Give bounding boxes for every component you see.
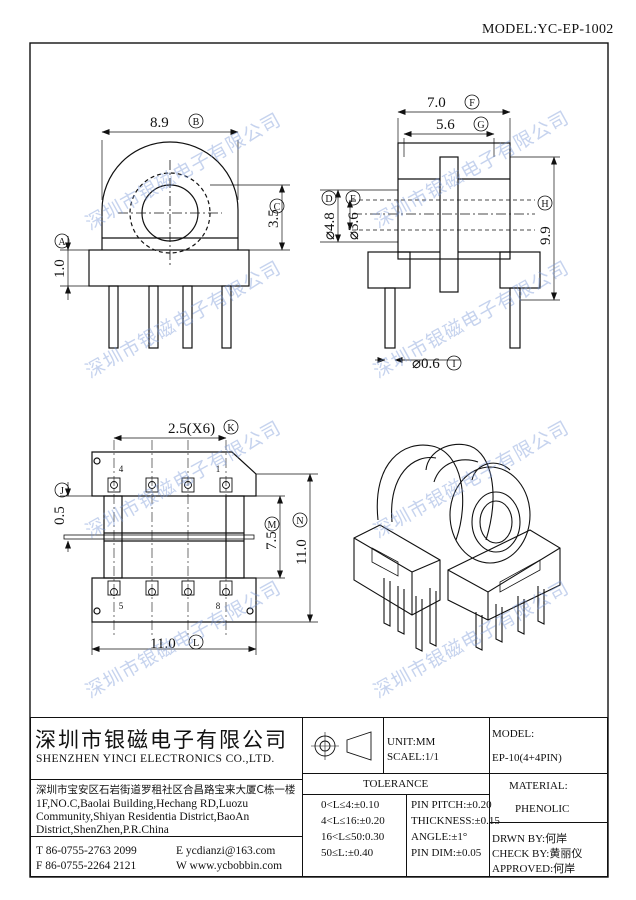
- svg-text:5.6: 5.6: [436, 117, 455, 133]
- svg-text:11.0: 11.0: [294, 539, 310, 565]
- svg-text:C: C: [274, 202, 281, 213]
- approved-by: APPROVED:何岸: [492, 863, 576, 875]
- svg-text:J: J: [60, 486, 64, 497]
- tag-k: K: [223, 419, 239, 435]
- pin-label-4: 4: [119, 464, 124, 474]
- svg-text:G: G: [477, 120, 484, 131]
- projection-symbol: [311, 731, 372, 761]
- unit: UNIT:MM: [387, 736, 436, 748]
- tag-d: D: [321, 190, 337, 206]
- material-value: PHENOLIC: [515, 803, 570, 815]
- svg-text:9.9: 9.9: [538, 226, 554, 245]
- phone: T 86-0755-2763 2099: [36, 845, 137, 857]
- isometric-view: [353, 443, 561, 652]
- tolerance-2: 4<L≤16:±0.20: [321, 815, 385, 827]
- tag-b: B: [188, 113, 204, 129]
- svg-text:L: L: [193, 638, 199, 649]
- model-number: MODEL:YC-EP-1002: [482, 22, 614, 37]
- company-name-en: SHENZHEN YINCI ELECTRONICS CO.,LTD.: [36, 753, 275, 765]
- scale: SCAEL:1/1: [387, 751, 439, 763]
- tag-j: J: [54, 482, 70, 498]
- email: E ycdianzi@163.com: [176, 845, 276, 857]
- dim-inner-length: 7.5: [264, 531, 280, 550]
- address-en-2: Community,Shiyan Residentia District,Bao…: [36, 811, 250, 823]
- tag-h: H: [537, 195, 553, 211]
- tag-e: E: [345, 190, 361, 206]
- pin-label-5: 5: [119, 601, 124, 611]
- address-en-1: 1F,NO.C,Baolai Building,Hechang RD,Luozu: [36, 798, 249, 810]
- drawn-by: DRWN BY:何岸: [492, 833, 568, 845]
- svg-text:⌀0.6: ⌀0.6: [412, 356, 440, 372]
- dim-pin-diameter: ⌀0.6: [412, 356, 440, 372]
- dim-front-pin-height: 1.0: [52, 259, 68, 278]
- tag-m: M: [264, 516, 280, 532]
- svg-text:H: H: [541, 199, 548, 210]
- svg-text:2.5(X6): 2.5(X6): [168, 421, 215, 437]
- svg-text:F: F: [469, 98, 475, 109]
- svg-text:M: M: [268, 520, 277, 531]
- website: W www.ycbobbin.com: [176, 860, 283, 872]
- dim-gap: 0.5: [52, 506, 68, 525]
- bottom-view: [60, 435, 318, 655]
- drawing-frame: [29, 42, 609, 878]
- tolerance-4: 50≤L:±0.40: [321, 847, 374, 859]
- svg-text:N: N: [296, 516, 303, 527]
- svg-text:7.0: 7.0: [427, 95, 446, 111]
- tag-f: F: [464, 94, 480, 110]
- svg-text:3.5: 3.5: [266, 209, 282, 228]
- dim-side-height: 9.9: [538, 226, 554, 245]
- svg-text:A: A: [58, 237, 66, 248]
- svg-text:D: D: [325, 194, 332, 205]
- title-block: 深圳市银磁电子有限公司 SHENZHEN YINCI ELECTRONICS C…: [30, 717, 608, 877]
- dim-front-width: 8.9: [150, 115, 169, 131]
- svg-text:E: E: [350, 194, 356, 205]
- dim-inner-diameter: ⌀3.6: [346, 212, 362, 240]
- dim-front-hole: 3.5: [266, 209, 282, 228]
- svg-text:B: B: [193, 117, 200, 128]
- spec-angle: ANGLE:±1°: [411, 831, 468, 843]
- dim-side-inner: 5.6: [436, 117, 455, 133]
- tolerance-title: TOLERANCE: [363, 778, 429, 790]
- tag-l: L: [188, 634, 204, 650]
- svg-text:7.5: 7.5: [264, 531, 280, 550]
- spec-pin-dim: PIN DIM:±0.05: [411, 847, 482, 859]
- tag-c: C: [269, 198, 285, 214]
- svg-text:1.0: 1.0: [52, 259, 68, 278]
- dim-side-width: 7.0: [427, 95, 446, 111]
- dim-pin-pitch: 2.5(X6): [168, 421, 215, 437]
- model-label: MODEL:: [492, 728, 535, 740]
- svg-text:⌀4.8: ⌀4.8: [322, 212, 338, 240]
- tag-i: I: [446, 355, 462, 371]
- tolerance-3: 16<L≤50:0.30: [321, 831, 385, 843]
- pin-label-1: 1: [216, 464, 221, 474]
- address-cn: 深圳市宝安区石岩街道罗租社区合昌路宝来大厦C栋一楼: [36, 784, 296, 796]
- model-value: EP-10(4+4PIN): [492, 752, 562, 764]
- tag-n: N: [292, 512, 308, 528]
- tolerance-1: 0<L≤4:±0.10: [321, 799, 380, 811]
- svg-text:K: K: [227, 423, 235, 434]
- material-label: MATERIAL:: [509, 780, 568, 792]
- svg-text:I: I: [452, 359, 455, 370]
- dim-outer-diameter: ⌀4.8: [322, 212, 338, 240]
- dim-total-length: 11.0: [294, 539, 310, 565]
- company-name-cn: 深圳市银磁电子有限公司: [35, 728, 288, 752]
- spec-pin-pitch: PIN PITCH:±0.20: [411, 799, 492, 811]
- front-view: [60, 129, 290, 349]
- svg-text:8.9: 8.9: [150, 115, 169, 131]
- address-en-3: District,ShenZhen,P.R.China: [36, 824, 169, 836]
- spec-thickness: THICKNESS:±0.15: [411, 815, 500, 827]
- side-view: [320, 109, 560, 363]
- fax: F 86-0755-2264 2121: [36, 860, 137, 872]
- checked-by: CHECK BY:黄丽仪: [492, 848, 583, 860]
- svg-text:⌀3.6: ⌀3.6: [346, 212, 362, 240]
- svg-text:0.5: 0.5: [52, 506, 68, 525]
- svg-text:11.0: 11.0: [150, 636, 176, 652]
- tag-a: A: [54, 233, 70, 249]
- tag-g: G: [473, 116, 489, 132]
- pin-label-8: 8: [216, 601, 221, 611]
- dim-bottom-width: 11.0: [150, 636, 176, 652]
